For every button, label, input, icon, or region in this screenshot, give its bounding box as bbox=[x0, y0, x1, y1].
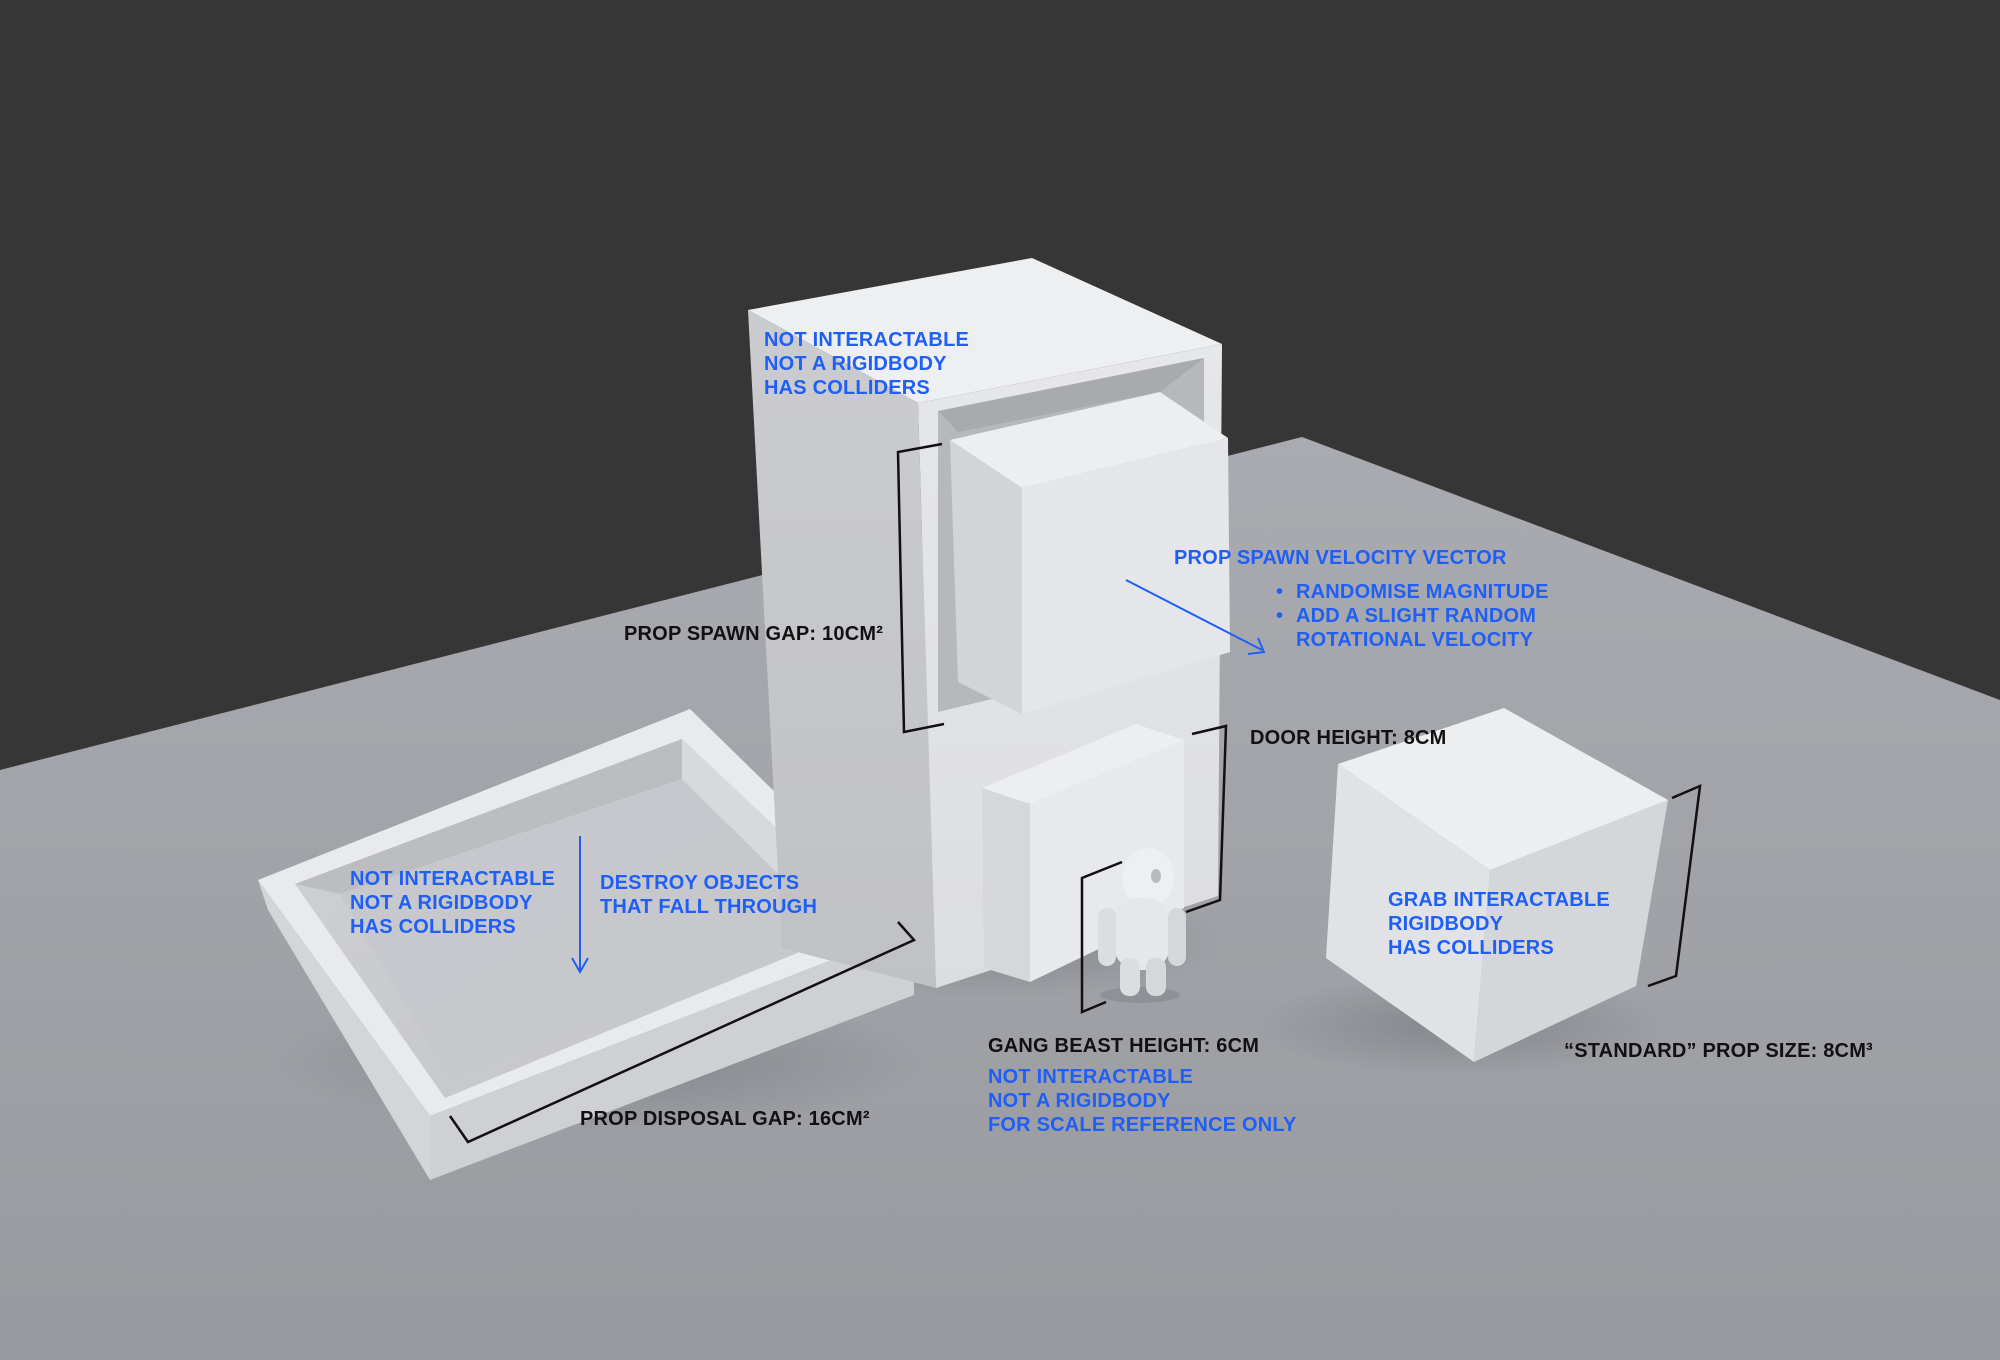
destroy-arrow bbox=[571, 836, 589, 975]
disposal-basin bbox=[258, 709, 914, 1180]
velocity-bullet: RANDOMISE MAGNITUDE bbox=[1276, 580, 1596, 604]
spawn-velocity-note: PROP SPAWN VELOCITY VECTOR RANDOMISE MAG… bbox=[1174, 546, 1596, 652]
door-height-bracket bbox=[1185, 724, 1228, 914]
destroy-note-line: DESTROY OBJECTS bbox=[600, 872, 800, 894]
spawn-velocity-bullets: RANDOMISE MAGNITUDE ADD A SLIGHT RANDOM … bbox=[1274, 580, 1596, 652]
prop-property: GRAB INTERACTABLE bbox=[1388, 889, 1610, 911]
gang-beast-character bbox=[1098, 848, 1186, 1003]
disposal-gap-bracket bbox=[448, 921, 917, 1144]
spawn-velocity-arrow bbox=[1125, 579, 1266, 655]
spawn-gap-bracket bbox=[896, 442, 945, 734]
disposal-gap-label: PROP DISPOSAL GAP: 16CM² bbox=[580, 1108, 870, 1130]
character-properties: NOT INTERACTABLE NOT A RIGIDBODY FOR SCA… bbox=[988, 1065, 1297, 1137]
character-height-label: GANG BEAST HEIGHT: 6CM bbox=[988, 1035, 1260, 1057]
disposal-properties: NOT INTERACTABLE NOT A RIGIDBODY HAS COL… bbox=[350, 867, 555, 939]
spawn-gap-label: PROP SPAWN GAP: 10CM² bbox=[624, 623, 884, 645]
spawn-velocity-title: PROP SPAWN VELOCITY VECTOR bbox=[1174, 547, 1507, 569]
spawner-property: NOT INTERACTABLE bbox=[764, 329, 970, 351]
disposal-property: HAS COLLIDERS bbox=[350, 916, 516, 938]
disposal-property: NOT INTERACTABLE bbox=[350, 868, 556, 890]
prop-property: HAS COLLIDERS bbox=[1388, 937, 1554, 959]
spawn-chamber-cube bbox=[950, 392, 1230, 714]
character-property: NOT INTERACTABLE bbox=[988, 1066, 1194, 1088]
prop-property: RIGIDBODY bbox=[1388, 913, 1504, 935]
destroy-note: DESTROY OBJECTS THAT FALL THROUGH bbox=[600, 871, 817, 919]
spawner-properties: NOT INTERACTABLE NOT A RIGIDBODY HAS COL… bbox=[764, 328, 969, 400]
character-property: FOR SCALE REFERENCE ONLY bbox=[988, 1114, 1297, 1136]
prop-size-label: “STANDARD” PROP SIZE: 8CM³ bbox=[1564, 1040, 1873, 1062]
destroy-note-line: THAT FALL THROUGH bbox=[600, 896, 818, 918]
standard-prop-cube bbox=[1326, 708, 1668, 1062]
prop-size-bracket bbox=[1647, 783, 1702, 988]
prop-properties: GRAB INTERACTABLE RIGIDBODY HAS COLLIDER… bbox=[1388, 888, 1610, 960]
character-height-bracket bbox=[1080, 860, 1123, 1014]
spawner-property: HAS COLLIDERS bbox=[764, 377, 930, 399]
disposal-property: NOT A RIGIDBODY bbox=[350, 892, 533, 914]
velocity-bullet: ADD A SLIGHT RANDOM ROTATIONAL VELOCITY bbox=[1276, 604, 1596, 652]
door-height-label: DOOR HEIGHT: 8CM bbox=[1250, 727, 1447, 749]
character-property: NOT A RIGIDBODY bbox=[988, 1090, 1171, 1112]
spawner-property: NOT A RIGIDBODY bbox=[764, 353, 947, 375]
